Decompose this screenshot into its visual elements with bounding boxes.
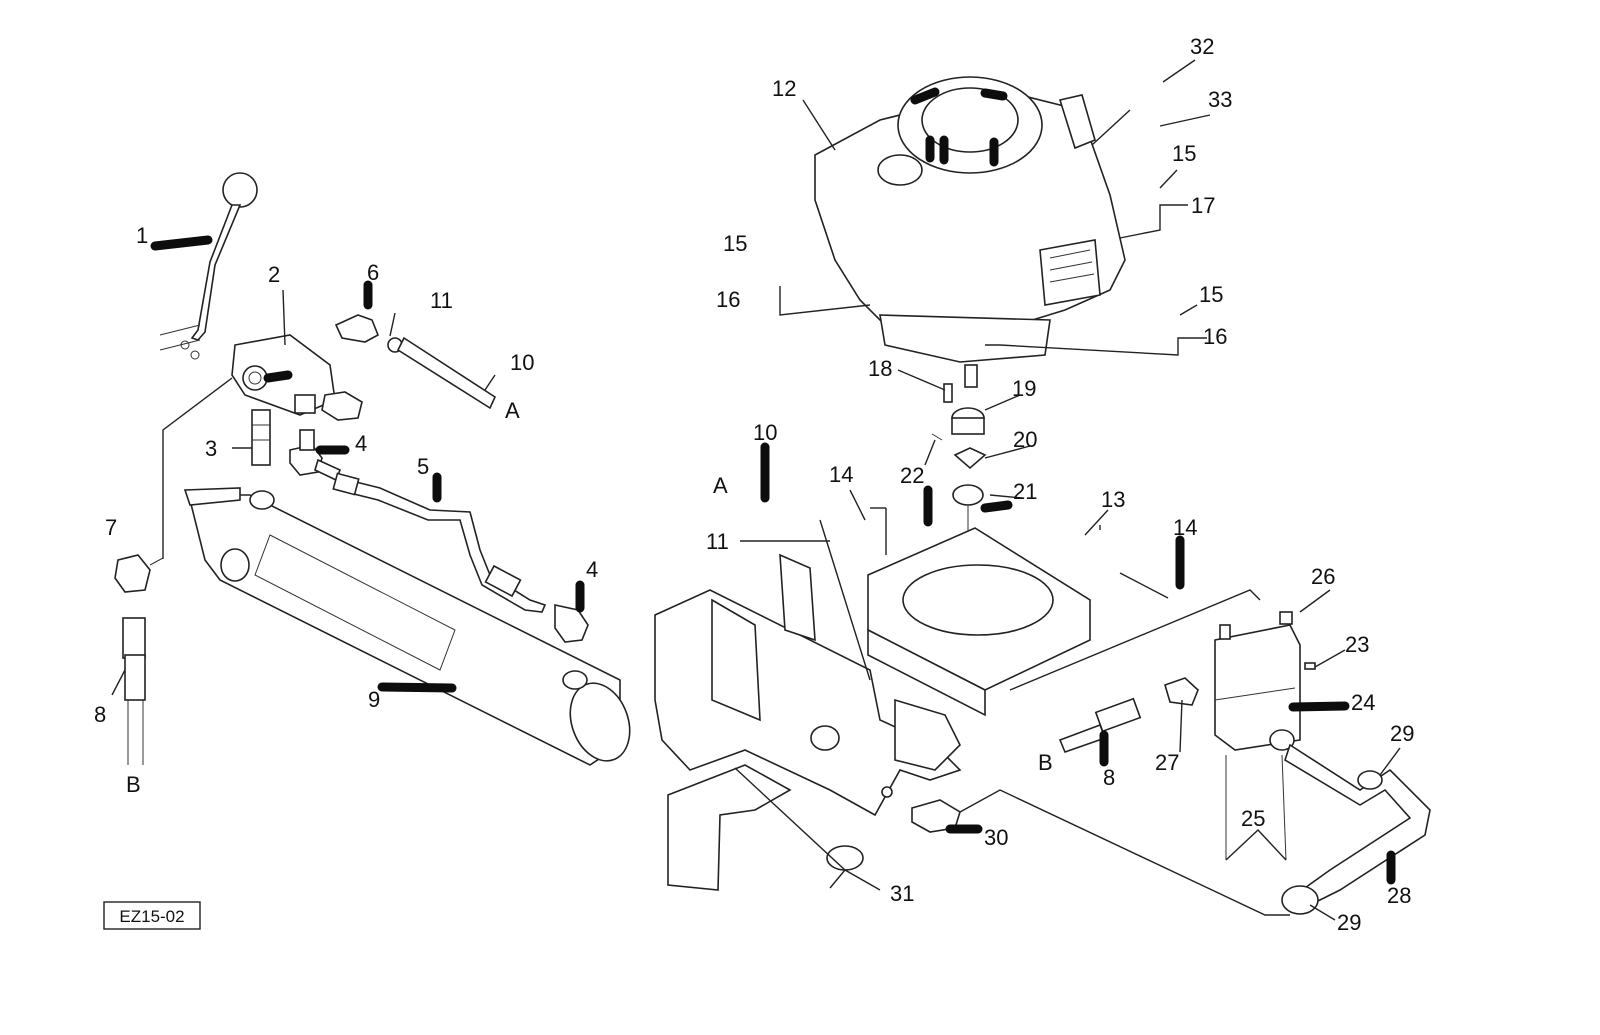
return-hose [1281,743,1431,915]
connection-labels: A A B B [126,398,1053,797]
callout-1: 1 [136,223,148,248]
callout-26: 26 [1311,564,1335,589]
main-frame [654,553,962,891]
valve-fittings [251,314,497,482]
callout-28: 28 [1387,883,1411,908]
callout-21: 21 [1013,479,1037,504]
callout-8-right: 8 [1103,765,1115,790]
drawing-code-box: EZ15-02 [103,901,201,930]
callout-33: 33 [1208,87,1232,112]
callout-12: 12 [772,76,796,101]
connection-b-left: B [126,772,141,797]
callout-27: 27 [1155,750,1179,775]
callout-15-right: 15 [1199,282,1223,307]
callout-32: 32 [1190,34,1214,59]
control-valve [231,334,363,421]
connection-a-left: A [505,398,520,423]
callout-29-top: 29 [1390,721,1414,746]
leader-lines [111,59,1401,921]
callout-5: 5 [417,454,429,479]
callout-4-bottom: 4 [586,557,598,582]
connection-a-right: A [713,473,728,498]
callout-25: 25 [1241,806,1265,831]
callout-13: 13 [1101,487,1125,512]
callout-11-right: 11 [706,529,729,554]
hydraulic-cylinder [183,487,631,766]
callout-15-left: 15 [723,231,747,256]
callout-6: 6 [367,260,379,285]
callout-10-left: 10 [510,350,534,375]
hydraulic-hose [332,472,589,643]
callout-30: 30 [984,825,1008,850]
callout-8-left: 8 [94,702,106,727]
right-fittings [881,677,1199,833]
pump-mount-plate [867,527,1091,717]
callout-24: 24 [1351,690,1375,715]
callout-3: 3 [205,436,217,461]
callout-labels: 1 2 3 4 4 5 6 7 8 8 9 10 10 11 11 12 13 … [94,34,1414,935]
callout-23: 23 [1345,632,1369,657]
callout-9: 9 [368,687,380,712]
callout-11-left: 11 [430,288,453,313]
control-handle [159,172,258,360]
callout-16-right: 16 [1203,324,1227,349]
callout-7: 7 [105,515,117,540]
filter-block [1214,611,1316,861]
engine-coupling-stack [931,383,987,640]
callout-15-top: 15 [1172,141,1196,166]
callout-4-top: 4 [355,431,367,456]
callout-19: 19 [1012,376,1036,401]
callout-2: 2 [268,262,280,287]
callout-20: 20 [1013,427,1037,452]
callout-18: 18 [868,356,892,381]
connection-b-right: B [1038,750,1053,775]
callout-14-left: 14 [829,462,853,487]
engine [814,76,1126,388]
callout-14-right: 14 [1173,515,1197,540]
callout-17: 17 [1191,193,1215,218]
callout-bars [150,87,1396,885]
callout-29-bottom: 29 [1337,910,1361,935]
callout-10-right: 10 [753,420,777,445]
callout-16-left: 16 [716,287,740,312]
left-return-line [114,554,164,765]
callout-31: 31 [890,881,914,906]
drawing-code: EZ15-02 [119,907,184,926]
callout-22: 22 [900,463,924,488]
